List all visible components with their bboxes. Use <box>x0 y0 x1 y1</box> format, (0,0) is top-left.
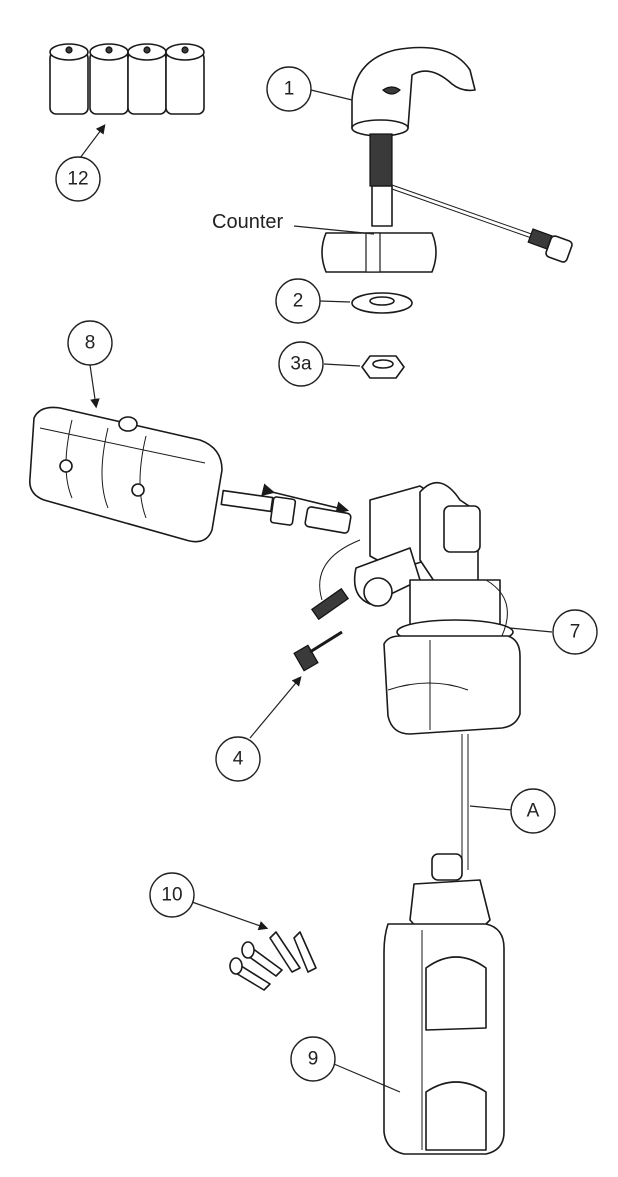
batteries-part-12 <box>49 43 205 115</box>
svg-text:8: 8 <box>85 333 96 354</box>
key-part-4 <box>293 630 343 672</box>
callout-A: A <box>510 788 556 834</box>
leader-3a <box>323 363 361 367</box>
leader-4 <box>249 676 302 739</box>
svg-text:2: 2 <box>293 291 304 312</box>
leader-counter <box>293 225 375 235</box>
tube-a <box>461 734 469 870</box>
svg-text:12: 12 <box>67 169 88 190</box>
svg-text:1: 1 <box>284 79 295 100</box>
callout-3a: 3a <box>278 341 324 387</box>
nut-part-3a <box>361 355 405 379</box>
connection-arrow <box>261 483 350 514</box>
battery-pack-part-8 <box>28 406 297 543</box>
leader-12 <box>79 124 106 159</box>
leader-9 <box>333 1063 401 1093</box>
callout-7: 7 <box>552 609 598 655</box>
washer-part-2 <box>351 292 413 314</box>
leader-10 <box>191 901 269 931</box>
leader-1 <box>310 89 353 101</box>
counter-label: Counter <box>212 211 283 233</box>
svg-text:10: 10 <box>161 885 182 906</box>
svg-text:7: 7 <box>570 622 581 643</box>
leader-8 <box>89 364 100 409</box>
soap-bottle-part-9 <box>383 853 505 1155</box>
callout-2: 2 <box>275 278 321 324</box>
svg-text:9: 9 <box>308 1049 319 1070</box>
callout-8: 8 <box>67 320 113 366</box>
leader-A <box>469 805 513 811</box>
callout-10: 10 <box>149 872 195 918</box>
callout-4: 4 <box>215 736 261 782</box>
callout-1: 1 <box>266 66 312 112</box>
faucet-spout-part-1 <box>351 46 573 263</box>
screws-anchors-part-10 <box>229 931 317 991</box>
svg-text:4: 4 <box>233 749 244 770</box>
svg-text:A: A <box>527 801 540 822</box>
pump-unit-part-7 <box>304 482 521 735</box>
callout-12: 12 <box>55 156 101 202</box>
callout-9: 9 <box>290 1036 336 1082</box>
leader-2 <box>319 300 351 303</box>
counter-section <box>321 232 437 273</box>
svg-text:3a: 3a <box>290 354 312 375</box>
leader-7 <box>509 627 553 633</box>
